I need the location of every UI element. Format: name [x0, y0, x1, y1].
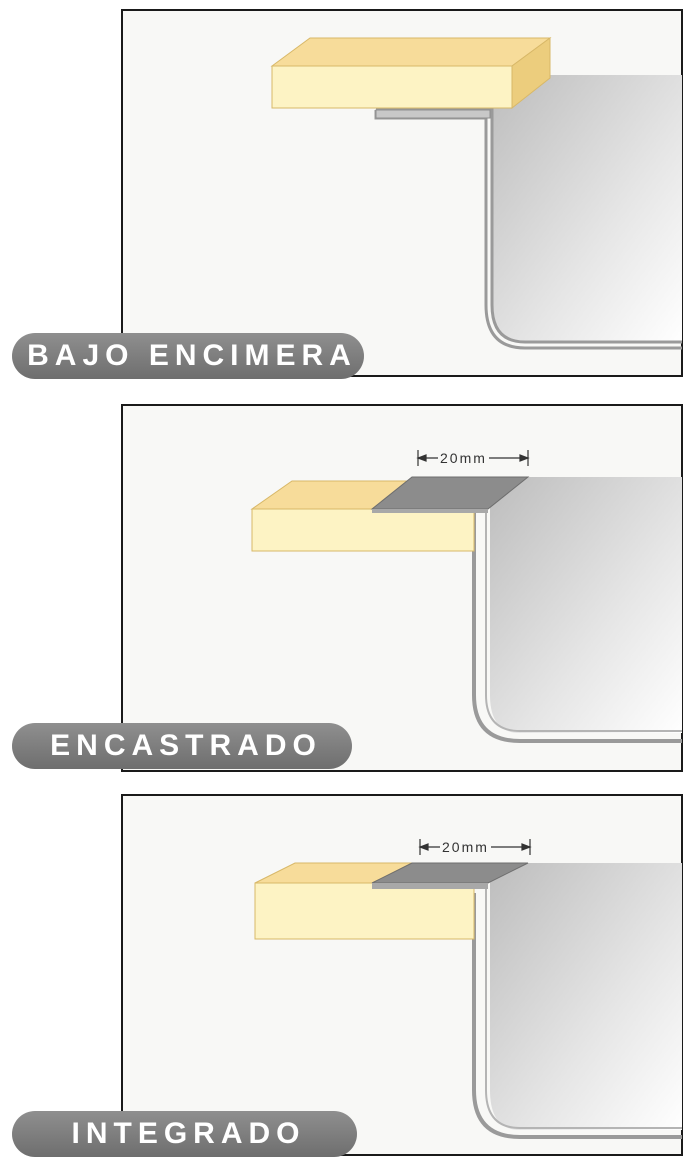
sink-wall-inner: [485, 495, 682, 732]
sink-wall: [374, 108, 682, 350]
sink-rim-edge: [372, 509, 488, 513]
countertop-front-face: [254, 882, 475, 940]
countertop-front-face: [251, 508, 475, 552]
dimension-label: 20mm: [438, 450, 489, 466]
sink-basin: [490, 863, 682, 1130]
sink-wall: [472, 507, 682, 743]
countertop-front-face: [271, 65, 513, 109]
flush-diagram: [121, 794, 683, 1156]
sink-wall-inner: [485, 881, 682, 1129]
panel-bajo-encimera: BAJO ENCIMERA: [0, 0, 685, 385]
inset-diagram: [121, 404, 683, 772]
mount-type-label: ENCASTRADO: [12, 723, 352, 769]
mount-type-label: BAJO ENCIMERA: [12, 333, 364, 379]
mount-type-label: INTEGRADO: [12, 1111, 357, 1157]
sink-rim-edge: [372, 883, 488, 889]
panel-integrado: 20mm INTEGRADO: [0, 785, 685, 1165]
undermount-diagram: [121, 9, 683, 377]
sink-wall: [472, 893, 682, 1139]
sink-basin: [492, 75, 682, 342]
countertop-top-face: [270, 37, 552, 67]
dimension-label: 20mm: [440, 839, 491, 855]
sink-basin: [490, 477, 682, 733]
panel-encastrado: 20mm ENCASTRADO: [0, 395, 685, 780]
sink-flange: [375, 109, 491, 119]
